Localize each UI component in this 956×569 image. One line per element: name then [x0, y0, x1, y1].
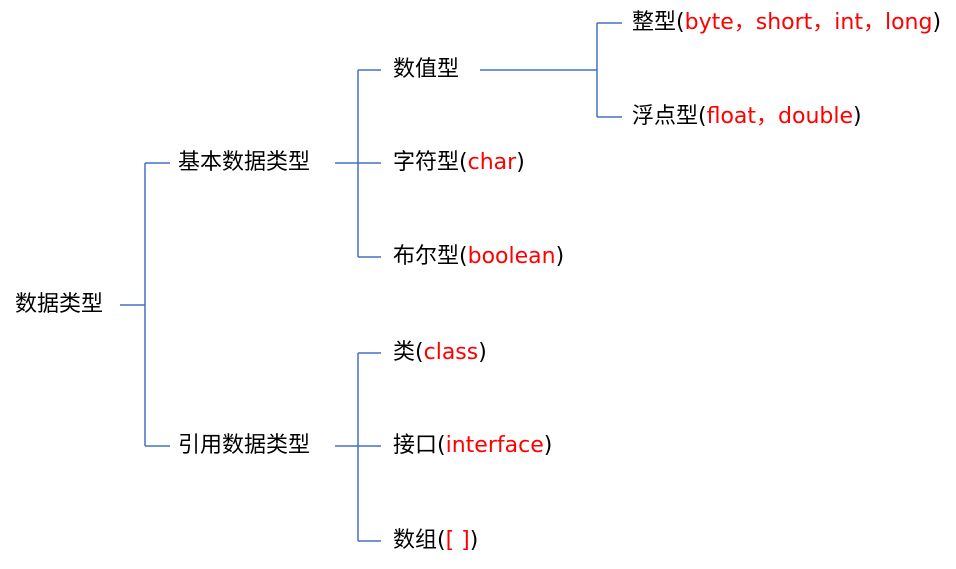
node-label: 整型: [632, 10, 677, 35]
node-label: 引用数据类型: [178, 433, 311, 458]
node-interface-type: 接口(interface): [393, 435, 552, 457]
node-array-type: 数组([ ]): [393, 530, 478, 552]
paren-close: ): [853, 104, 862, 129]
node-reference-types: 引用数据类型: [178, 435, 310, 457]
node-label: 类: [393, 340, 416, 365]
node-detail: class: [423, 340, 479, 365]
node-class-type: 类(class): [393, 342, 487, 364]
node-float-type: 浮点型(float，double): [632, 106, 862, 128]
paren-close: ): [478, 340, 487, 365]
node-detail: [ ]: [445, 528, 470, 553]
node-boolean-type: 布尔型(boolean): [393, 246, 564, 268]
node-label: 数据类型: [15, 292, 104, 317]
paren-close: ): [469, 528, 479, 553]
paren-close: ): [932, 10, 942, 35]
node-primitive-types: 基本数据类型: [178, 152, 310, 174]
connector-reference: [335, 352, 381, 542]
node-label: 数组: [393, 528, 438, 553]
node-label: 接口: [393, 433, 438, 458]
node-numeric-type: 数值型: [393, 59, 459, 81]
node-detail: byte，short，int，long: [684, 10, 933, 35]
paren-close: ): [543, 433, 553, 458]
node-detail: interface: [445, 433, 544, 458]
paren-open: (: [459, 150, 468, 175]
node-label: 数值型: [393, 57, 460, 82]
node-label: 字符型: [393, 150, 460, 175]
paren-open: (: [698, 104, 707, 129]
paren-open: (: [459, 244, 468, 269]
node-label: 布尔型: [393, 244, 460, 269]
paren-open: (: [676, 10, 685, 35]
connector-numeric: [480, 22, 622, 118]
node-data-types: 数据类型: [15, 294, 103, 316]
node-label: 浮点型: [632, 104, 699, 129]
paren-close: ): [516, 150, 525, 175]
paren-open: (: [437, 528, 446, 553]
connector-primitive: [335, 69, 381, 258]
node-label: 基本数据类型: [178, 150, 311, 175]
paren-close: ): [555, 244, 565, 269]
node-detail: boolean: [467, 244, 556, 269]
node-char-type: 字符型(char): [393, 152, 525, 174]
node-integer-type: 整型(byte，short，int，long): [632, 12, 941, 34]
paren-open: (: [415, 340, 424, 365]
node-detail: char: [467, 150, 517, 175]
connector-root: [120, 162, 170, 447]
paren-open: (: [437, 433, 446, 458]
node-detail: float，double: [706, 104, 854, 129]
